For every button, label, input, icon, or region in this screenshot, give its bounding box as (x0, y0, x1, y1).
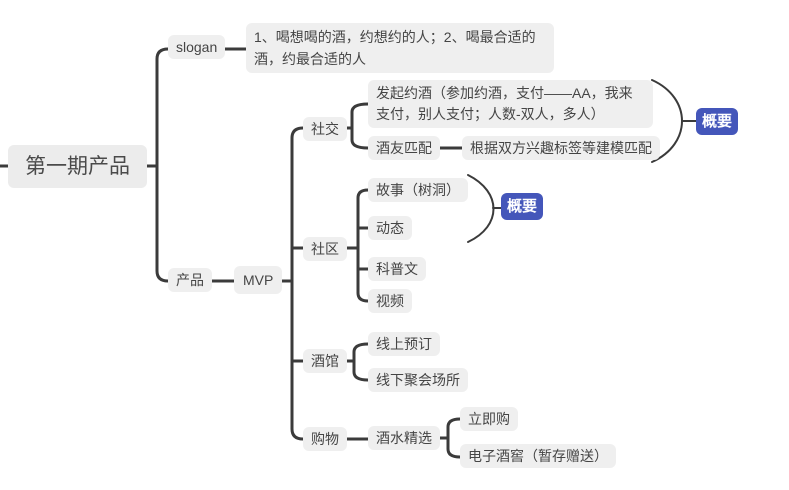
topic-shopping-selection[interactable]: 酒水精选 (368, 426, 440, 450)
spine-social-children (350, 102, 370, 150)
topic-community-moments[interactable]: 动态 (368, 216, 412, 240)
topic-social-invite[interactable]: 发起约酒（参加约酒，支付——AA，我来支付，别人支付；人数-双人，多人） (368, 80, 653, 128)
topic-product[interactable]: 产品 (168, 268, 212, 292)
topic-slogan[interactable]: slogan (168, 35, 226, 59)
spine-community-children (356, 188, 370, 303)
spine-mvp-children (290, 126, 305, 441)
topic-shopping-cellar[interactable]: 电子酒窖（暂存赠送） (460, 444, 616, 468)
topic-community-science[interactable]: 科普文 (368, 257, 426, 281)
topic-mvp[interactable]: MVP (234, 266, 283, 294)
topic-shopping[interactable]: 购物 (303, 427, 347, 451)
spine-selection-children (446, 417, 462, 459)
spine-root-children (155, 47, 170, 283)
topic-tavern-booking[interactable]: 线上预订 (368, 332, 440, 356)
spine-tavern-children (352, 342, 370, 382)
topic-community-video[interactable]: 视频 (368, 289, 412, 313)
topic-tavern[interactable]: 酒馆 (303, 349, 347, 373)
topic-social-match-note[interactable]: 根据双方兴趣标签等建模匹配 (462, 136, 660, 160)
topic-community[interactable]: 社区 (303, 237, 347, 261)
topic-tavern-offline[interactable]: 线下聚会场所 (368, 368, 468, 392)
root-topic[interactable]: 第一期产品 (8, 145, 147, 188)
topic-shopping-buynow[interactable]: 立即购 (460, 407, 518, 431)
topic-social-match[interactable]: 酒友匹配 (368, 136, 440, 160)
summary-badge-social[interactable]: 概要 (696, 108, 739, 135)
topic-social[interactable]: 社交 (303, 117, 347, 141)
summary-bracket-community (467, 174, 495, 243)
topic-community-story[interactable]: 故事（树洞） (368, 178, 468, 202)
topic-slogan-note[interactable]: 1、喝想喝的酒，约想约的人；2、喝最合适的酒，约最合适的人 (246, 23, 554, 73)
summary-badge-community[interactable]: 概要 (501, 193, 544, 220)
